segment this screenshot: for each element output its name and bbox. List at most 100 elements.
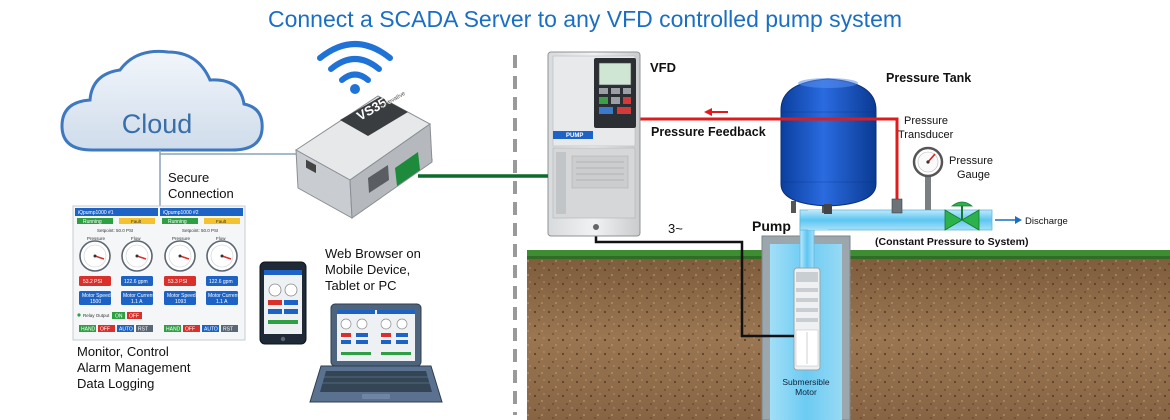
value-readout — [121, 276, 153, 286]
feedback-arrow-icon — [704, 108, 728, 116]
metric-box — [206, 291, 238, 305]
metric-box — [164, 291, 196, 305]
web-label-line3: Tablet or PC — [325, 278, 397, 293]
pressure-transducer — [891, 198, 903, 214]
submersible-motor — [793, 267, 821, 371]
control-button-label: AUTO — [119, 327, 133, 333]
dial-hub — [135, 254, 139, 258]
value-text: 53.3 PSI — [168, 279, 187, 285]
relay-label: Relay Output — [83, 313, 110, 318]
control-button[interactable] — [98, 325, 115, 332]
relay-on-button[interactable] — [112, 312, 125, 319]
status-text: Running — [83, 219, 102, 225]
motor-cable — [594, 235, 794, 338]
value-text: 122.6 gpm — [124, 279, 148, 285]
dial-hub — [93, 254, 97, 258]
feedback-wire-tank — [870, 117, 899, 208]
relay-led — [77, 313, 81, 317]
tank-label: Pressure Tank — [886, 71, 971, 85]
gateway-device — [295, 95, 433, 219]
metric-label: Motor Speed — [82, 293, 111, 299]
fault-text: Fault — [131, 219, 142, 224]
vfd-label: VFD — [650, 60, 676, 75]
discharge-arrow-icon — [995, 216, 1022, 224]
gauge-label-line1: Pressure — [949, 155, 993, 167]
panel-header — [75, 208, 158, 216]
value-text: 53.2 PSI — [83, 279, 102, 285]
control-button[interactable] — [117, 325, 134, 332]
metric-value: 1093 — [175, 299, 186, 305]
constant-pressure-label: (Constant Pressure to System) — [875, 236, 1028, 248]
panel-header — [160, 208, 243, 216]
dial-ring — [210, 244, 234, 268]
pressure-tank — [780, 78, 877, 214]
control-button[interactable] — [79, 325, 96, 332]
metric-box — [79, 291, 111, 305]
control-button[interactable] — [202, 325, 219, 332]
vfd-brand: PUMP — [566, 133, 583, 139]
dial-ring — [168, 244, 192, 268]
value-readout — [206, 276, 238, 286]
value-readout — [79, 276, 111, 286]
relay-off-button[interactable] — [127, 312, 142, 319]
relay-on-label: ON — [115, 314, 123, 320]
dial-ring — [83, 244, 107, 268]
relay-off-label: OFF — [129, 314, 139, 320]
valve-icon — [944, 201, 980, 231]
feedback-label: Pressure Feedback — [651, 125, 766, 139]
control-button[interactable] — [164, 325, 181, 332]
gauge-title: Flow — [131, 236, 141, 241]
control-button-label: AUTO — [204, 327, 218, 333]
metric-label: Motor Current — [208, 293, 239, 299]
pressure-gauge — [912, 146, 944, 210]
motor-label-line1: Submersible — [782, 377, 830, 387]
control-button-label: RST — [138, 327, 148, 333]
wifi-icon — [317, 41, 393, 94]
transducer-label-line2: Transducer — [898, 129, 954, 141]
control-button[interactable] — [136, 325, 153, 332]
fault-text: Fault — [216, 219, 227, 224]
secure-label-line1: Secure — [168, 170, 209, 185]
control-button-label: OFF — [100, 327, 110, 333]
phase-label: 3~ — [668, 221, 683, 236]
discharge-label: Discharge — [1025, 216, 1068, 227]
cloud-icon — [60, 49, 264, 152]
gauge-label-line2: Gauge — [957, 169, 990, 181]
transducer-label-line1: Pressure — [904, 115, 948, 127]
metric-label: Motor Speed — [167, 293, 196, 299]
status-badge — [77, 218, 113, 224]
panel-name: iQpump1000 #1 — [78, 210, 114, 216]
cloud-label: Cloud — [122, 109, 193, 139]
dial-needle — [221, 255, 232, 260]
dial-needle — [136, 255, 147, 260]
control-button[interactable] — [183, 325, 200, 332]
metric-value: 1.1 A — [131, 299, 143, 305]
web-label-line1: Web Browser on — [325, 246, 421, 261]
control-button-label: OFF — [185, 327, 195, 333]
fault-badge — [119, 218, 155, 224]
value-readout — [164, 276, 196, 286]
secure-label-line2: Connection — [168, 186, 234, 201]
metric-value: 1500 — [90, 299, 101, 305]
mobile-device — [259, 261, 307, 345]
setpoint-text: Setpoint: 50.0 PSI — [182, 228, 218, 233]
control-button[interactable] — [221, 325, 238, 332]
page-title: Connect a SCADA Server to any VFD contro… — [268, 6, 902, 32]
dial-hub — [178, 254, 182, 258]
control-button-label: HAND — [81, 327, 96, 333]
metric-value: 1.1 A — [216, 299, 228, 305]
pump-label: Pump — [752, 218, 791, 234]
dial-needle — [94, 255, 105, 260]
laptop — [309, 303, 443, 403]
metric-label: Motor Current — [123, 293, 154, 299]
value-text: 122.6 gpm — [209, 279, 233, 285]
fault-badge — [204, 218, 240, 224]
web-label-line2: Mobile Device, — [325, 262, 410, 277]
monitor-label-line3: Data Logging — [77, 376, 154, 391]
metric-box — [121, 291, 153, 305]
dial-ring — [125, 244, 149, 268]
gauge-title: Flow — [216, 236, 226, 241]
status-text: Running — [168, 219, 187, 225]
